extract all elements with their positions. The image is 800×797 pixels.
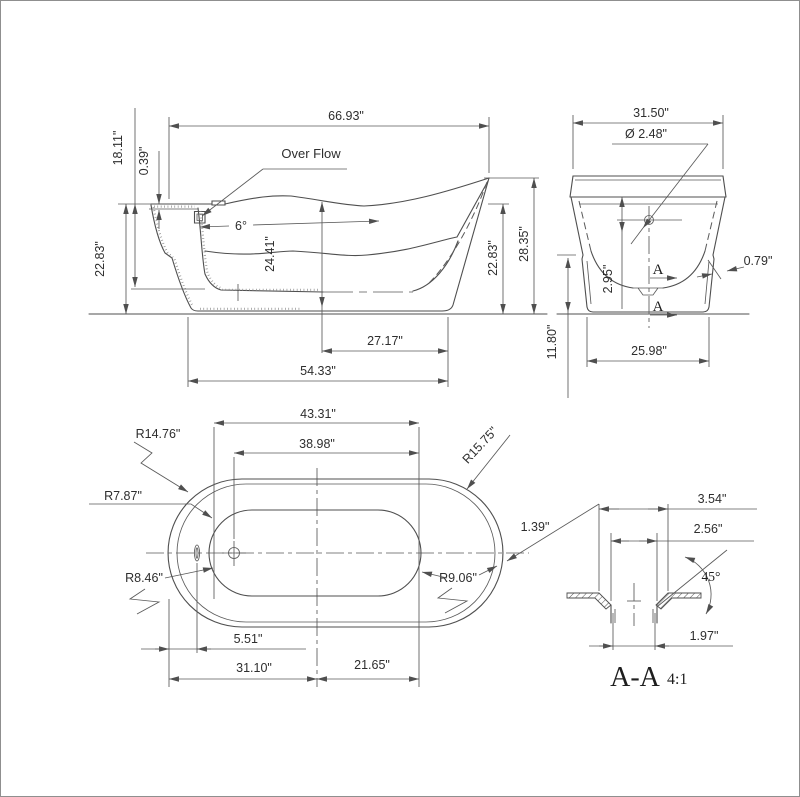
plan-outer-rim	[167, 478, 504, 628]
radius-outer-right-label: R15.75"	[460, 424, 501, 466]
dim-overflow-diameter: Ø 2.48"	[625, 127, 667, 141]
dim-center-to-base-end: 27.17"	[367, 334, 403, 348]
detail-flange-left	[566, 592, 612, 610]
detail-view: 45° 3.54" 2.56" 1.97" A-A 4:1	[566, 492, 757, 693]
dim-slope-angle: 6°	[235, 219, 247, 233]
plan-extension-lines	[168, 427, 420, 687]
detail-tube-inner-walls	[614, 609, 654, 623]
overflow-label: Over Flow	[281, 146, 341, 161]
radius-bowl-right-label: R9.06"	[439, 571, 477, 585]
dim-inner-depth: 24.41"	[263, 236, 277, 272]
dim-base-width: 25.98"	[631, 344, 667, 358]
dim-rim-thickness: 0.39"	[137, 147, 151, 176]
dim-079-right-arrow	[726, 266, 745, 272]
end-drain-recess	[633, 287, 663, 296]
side-overflow-slot-inner	[196, 213, 203, 221]
end-hidden-taper	[578, 200, 718, 252]
radius-bowl-right-leader-right	[478, 565, 498, 576]
dim-slope-left-arrow	[199, 223, 230, 230]
side-bowl-right-curve	[412, 240, 459, 292]
side-stipple-inner-wall	[199, 210, 223, 290]
radius-outer-right-leader	[466, 434, 511, 490]
section-letter-bottom: A	[653, 299, 664, 315]
plan-inner-rim	[176, 483, 496, 623]
dim-height-left: 22.83"	[93, 241, 107, 277]
section-scale: 4:1	[667, 671, 687, 688]
dim-drain-to-end: 38.98"	[299, 437, 335, 451]
radius-outer-left-label: R14.76"	[136, 427, 181, 441]
plan-overflow-slot-inner	[195, 547, 199, 559]
dim-45-arc	[684, 556, 714, 615]
dim-bottom-diameter: 1.97"	[690, 629, 719, 643]
dim-base-length: 54.33"	[300, 364, 336, 378]
end-base-inner-lines	[586, 260, 710, 305]
plan-overflow-slot	[193, 544, 201, 562]
overflow-leader-arrow	[201, 168, 264, 217]
dim-inner-length: 43.31"	[300, 407, 336, 421]
dim-2598-extensions	[586, 317, 710, 367]
end-view: 31.50" Ø 2.48" 2.95" 0.79" A A 11.80" 25…	[545, 106, 772, 398]
dim-wall-thickness: 0.79"	[744, 254, 773, 268]
end-rim-sides	[569, 175, 727, 198]
plan-view: 43.31" 38.98" R14.76" R7.87" R15.75" R8.…	[89, 407, 600, 687]
side-left-wall-outer	[150, 204, 199, 312]
dim-base-height: 11.80"	[545, 325, 559, 360]
dim-overflow-drop: 2.95"	[601, 265, 615, 294]
dim-overall-width: 31.50"	[633, 106, 669, 120]
radius-outer-left-leader	[133, 441, 189, 493]
side-rim-wave	[224, 177, 490, 207]
dim-rim-depth: 18.11"	[111, 131, 125, 166]
dim-center-to-bowl-end: 21.65"	[354, 658, 390, 672]
dim-slope-right-arrow	[252, 218, 380, 226]
detail-extension-lines	[598, 504, 669, 650]
dim-079-tick	[707, 259, 722, 280]
plan-drain-crosshair	[222, 541, 246, 566]
section-letter-top: A	[653, 262, 664, 278]
radius-inner-left-label: R7.87"	[104, 489, 142, 503]
side-bottom-and-right-wall	[197, 177, 490, 312]
dim-edge-to-overflow: 5.51"	[234, 632, 263, 646]
detail-tube-outer-walls	[610, 604, 658, 624]
end-left-side	[570, 196, 594, 313]
radius-bowl-right-zigzag	[436, 587, 469, 614]
dim-079-left-arrow	[696, 273, 713, 279]
dim-left-to-center: 31.10"	[236, 661, 272, 675]
dim-diameter-leader	[642, 143, 709, 229]
dim-overall-length: 66.93"	[328, 109, 364, 123]
side-rim-step	[211, 200, 226, 206]
plan-bowl	[208, 509, 422, 597]
side-left-wall-inner-and-floor	[197, 207, 324, 293]
radius-bowl-left-leader	[164, 567, 214, 579]
dim-overall-height: 28.35"	[517, 226, 531, 262]
side-hidden-inner-wall	[428, 181, 488, 284]
dim-rim-gap-label: 1.39"	[521, 520, 550, 534]
radius-bowl-left-zigzag	[128, 588, 161, 615]
side-waterline-wave	[204, 180, 489, 257]
dim-mid-diameter: 2.56"	[694, 522, 723, 536]
side-view: 66.93" 18.11" 0.39" 22.83" 24.41" 6° Ove…	[88, 108, 548, 387]
end-bowl-curves	[590, 250, 706, 289]
dim-chamfer-angle: 45°	[702, 569, 721, 584]
detail-flange-right	[655, 592, 702, 610]
dim-rim-gap-leader	[506, 503, 600, 562]
side-stipple-outer-wall	[152, 206, 194, 308]
radius-bowl-left-label: R8.46"	[125, 571, 163, 585]
radius-inner-left-leader	[89, 503, 213, 519]
dim-diameter-leader-tail	[630, 227, 644, 245]
dim-height-right: 22.83"	[486, 240, 500, 276]
dim-top-diameter: 3.54"	[698, 492, 727, 506]
section-title: A-A	[610, 662, 661, 693]
radius-bowl-right-leader-left	[421, 571, 448, 579]
